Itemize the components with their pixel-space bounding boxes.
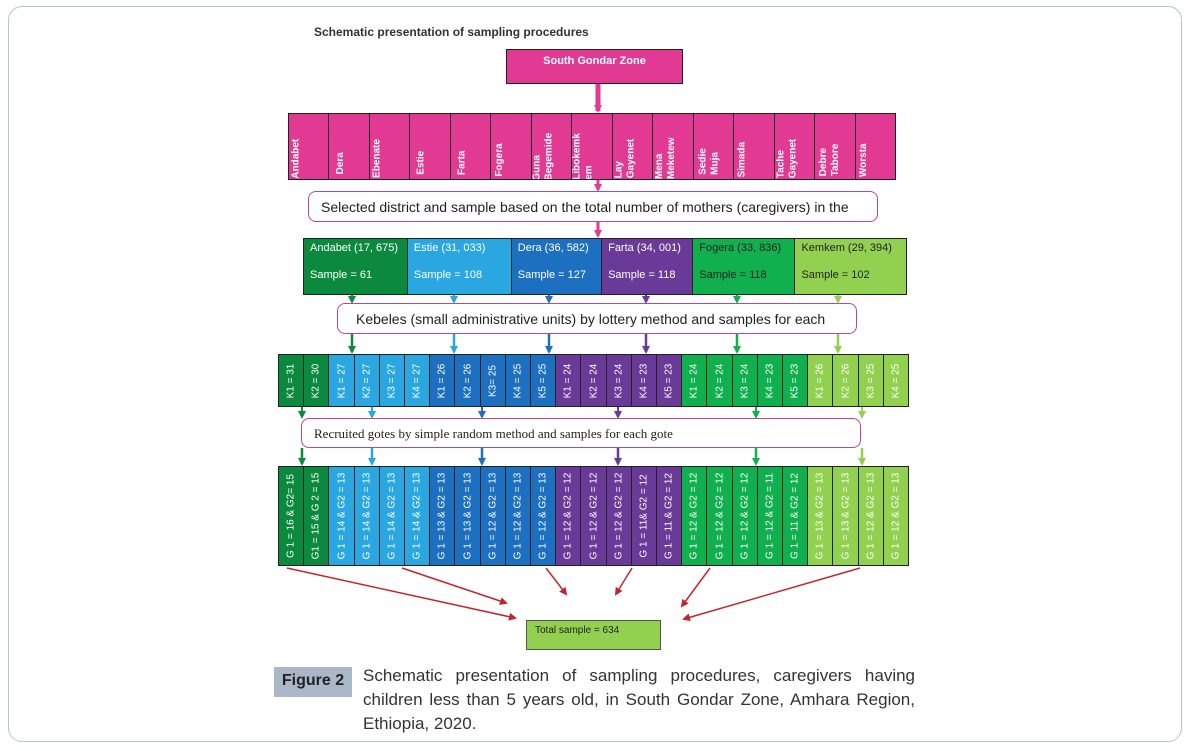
district-box: Tache Gayenet <box>773 113 816 180</box>
kebele-cell: K5 = 23 <box>656 354 683 407</box>
gote-cell: G 1 = 14 & G2 = 13 <box>404 466 431 566</box>
district-box: Ebenate <box>368 113 411 180</box>
district-sample-name: Andabet (17, 675) <box>310 242 399 254</box>
district-sample-name: Fogera (33, 836) <box>699 242 782 254</box>
district-sample-box: Kemkem (29, 394) Sample = 102 <box>794 238 907 295</box>
district-sample-size: Sample = 108 <box>413 269 483 281</box>
district-sample-size: Sample = 118 <box>608 269 676 281</box>
district-box: Mena Meketew <box>652 113 694 180</box>
gote-cell: G 1 = 12 & G2 = 11 <box>756 466 784 566</box>
kebele-cell: K4 = 25 <box>882 354 910 407</box>
district-box: Dera <box>328 113 370 180</box>
gote-cell: G 1 = 14 & G2 = 13 <box>353 466 380 566</box>
gote-cell: G 1 = 13 & G2 = 13 <box>454 466 481 566</box>
callout-district-selection: Selected district and sample based on th… <box>308 191 878 222</box>
total-sample-box: Total sample = 634 <box>526 620 661 650</box>
district-sample-box: Dera (36, 582) Sample = 127 <box>510 238 603 295</box>
flow-arrow <box>680 567 711 608</box>
diagram-title: Schematic presentation of sampling proce… <box>314 25 589 39</box>
gote-cell: G 1 = 12 & G2 = 12 <box>731 466 758 566</box>
district-sample-box: Fogera (33, 836) Sample = 118 <box>692 238 796 295</box>
zone-box: South Gondar Zone <box>506 49 683 84</box>
gote-cell: G 1 = 13 & G2 = 13 <box>807 466 834 566</box>
gote-cell: G 1 = 12 & G2 = 13 <box>882 466 910 566</box>
district-box: Fogera <box>490 113 532 180</box>
kebele-cell: K2 = 30 <box>303 354 330 407</box>
kebele-cell: K3 = 24 <box>605 354 632 407</box>
gote-cell: G1 = 15 & G 2 = 15 <box>303 466 330 566</box>
flow-arrow <box>545 567 568 596</box>
figure-caption: Schematic presentation of sampling proce… <box>363 666 915 733</box>
district-box: Worsta <box>854 113 897 180</box>
flow-arrow <box>286 567 517 621</box>
gote-cell: G 1 = 11 & G2 = 12 <box>782 466 809 566</box>
district-box: Farta <box>449 113 492 180</box>
gote-cell: G 1 = 13 & G2 = 13 <box>832 466 859 566</box>
callout-kebele-selection: Kebeles (small administrative units) by … <box>337 303 857 334</box>
district-sample-name: Kemkem (29, 394) <box>801 242 892 254</box>
district-sample-box: Farta (34, 001) Sample = 118 <box>601 238 694 295</box>
gote-cell: G 1 = 12 & G2 = 12 <box>681 466 708 566</box>
kebele-cell: K4 = 27 <box>404 354 431 407</box>
figure-label: Figure 2 <box>274 667 352 697</box>
district-sample-size: Sample = 118 <box>699 269 767 281</box>
district-box: Sedie Muja <box>692 113 735 180</box>
figure-frame <box>8 6 1182 742</box>
district-box: Guna Begemide <box>530 113 573 180</box>
kebele-cell: K3= 25 <box>479 354 506 407</box>
gote-cell: G 1 = 11 & G2 = 12 <box>656 466 683 566</box>
flow-arrow <box>401 567 508 605</box>
flow-arrow <box>682 567 861 622</box>
kebele-cell: K2 = 26 <box>832 354 859 407</box>
kebele-cell: K1 = 26 <box>807 354 834 407</box>
district-box: Lay Gayenet <box>611 113 654 180</box>
kebele-cell: K4 = 23 <box>630 354 658 407</box>
kebele-cell: K1 = 31 <box>278 354 305 407</box>
kebele-cell: K4 = 25 <box>504 354 532 407</box>
district-sample-box: Estie (31, 033) Sample = 108 <box>406 238 512 295</box>
district-box: Estie <box>409 113 451 180</box>
gote-cell: G 1 = 14 & G2 = 13 <box>328 466 355 566</box>
district-sample-size: Sample = 127 <box>517 269 586 281</box>
district-sample-size: Sample = 102 <box>801 269 870 281</box>
gote-cell: G 1 = 12 & G2 = 13 <box>857 466 884 566</box>
flow-arrow <box>614 567 633 596</box>
district-sample-name: Estie (31, 033) <box>413 242 486 254</box>
callout-gote-selection: Recruited gotes by simple random method … <box>301 418 861 448</box>
district-sample-name: Dera (36, 582) <box>517 242 589 254</box>
kebele-cell: K1 = 27 <box>328 354 355 407</box>
district-sample-name: Farta (34, 001) <box>608 242 681 254</box>
district-sample-size: Sample = 61 <box>310 269 373 281</box>
sample-row: Andabet (17, 675) Sample = 61 Estie (31, 0… <box>303 238 907 295</box>
